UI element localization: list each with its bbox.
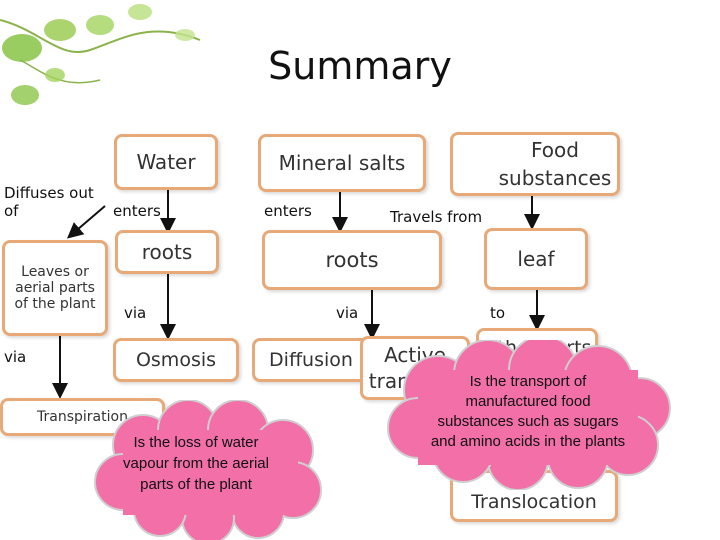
transpiration-label: Transpiration [37, 409, 128, 425]
water-roots-label: roots [141, 240, 193, 264]
water-via-label: via [124, 304, 147, 322]
water-enters-label: enters [113, 202, 161, 220]
water-roots-box: roots [115, 230, 219, 274]
transpiration-definition: Is the loss of water vapour from the aer… [123, 434, 269, 493]
minerals-via-label: via [336, 304, 359, 322]
translocation-callout-cloud [387, 340, 671, 490]
mineral-salts-box: Mineral salts [258, 134, 426, 192]
water-box: Water [114, 134, 218, 190]
diffusion-label: Diffusion [269, 349, 353, 371]
water-box-label: Water [136, 150, 196, 174]
leaf-box: leaf [484, 228, 588, 290]
osmosis-box: Osmosis [113, 338, 239, 382]
transpiration-callout-cloud [94, 400, 322, 540]
minerals-roots-box: roots [262, 230, 442, 290]
to-label: to [490, 304, 506, 322]
vine-decoration [0, 4, 201, 105]
page-title: Summary [268, 44, 452, 88]
via-left-label: via [4, 348, 27, 366]
diffusion-box: Diffusion [252, 338, 370, 382]
food-substances-label: Food substances [498, 138, 612, 190]
food-substances-box: Food substances [450, 132, 620, 196]
leaf-label: leaf [517, 247, 555, 271]
diffuses-out-of-label: Diffuses out of [4, 184, 94, 220]
minerals-enters-label: enters [264, 202, 312, 220]
translocation-definition: Is the transport of manufactured food su… [430, 373, 626, 450]
translocation-label: Translocation [471, 491, 597, 513]
mineral-salts-label: Mineral salts [278, 151, 406, 175]
leaves-box: Leaves or aerial parts of the plant [2, 240, 108, 336]
travels-from-label: Travels from [390, 208, 483, 226]
osmosis-label: Osmosis [135, 349, 217, 371]
minerals-roots-label: roots [325, 248, 379, 272]
leaves-label: Leaves or aerial parts of the plant [14, 264, 96, 312]
